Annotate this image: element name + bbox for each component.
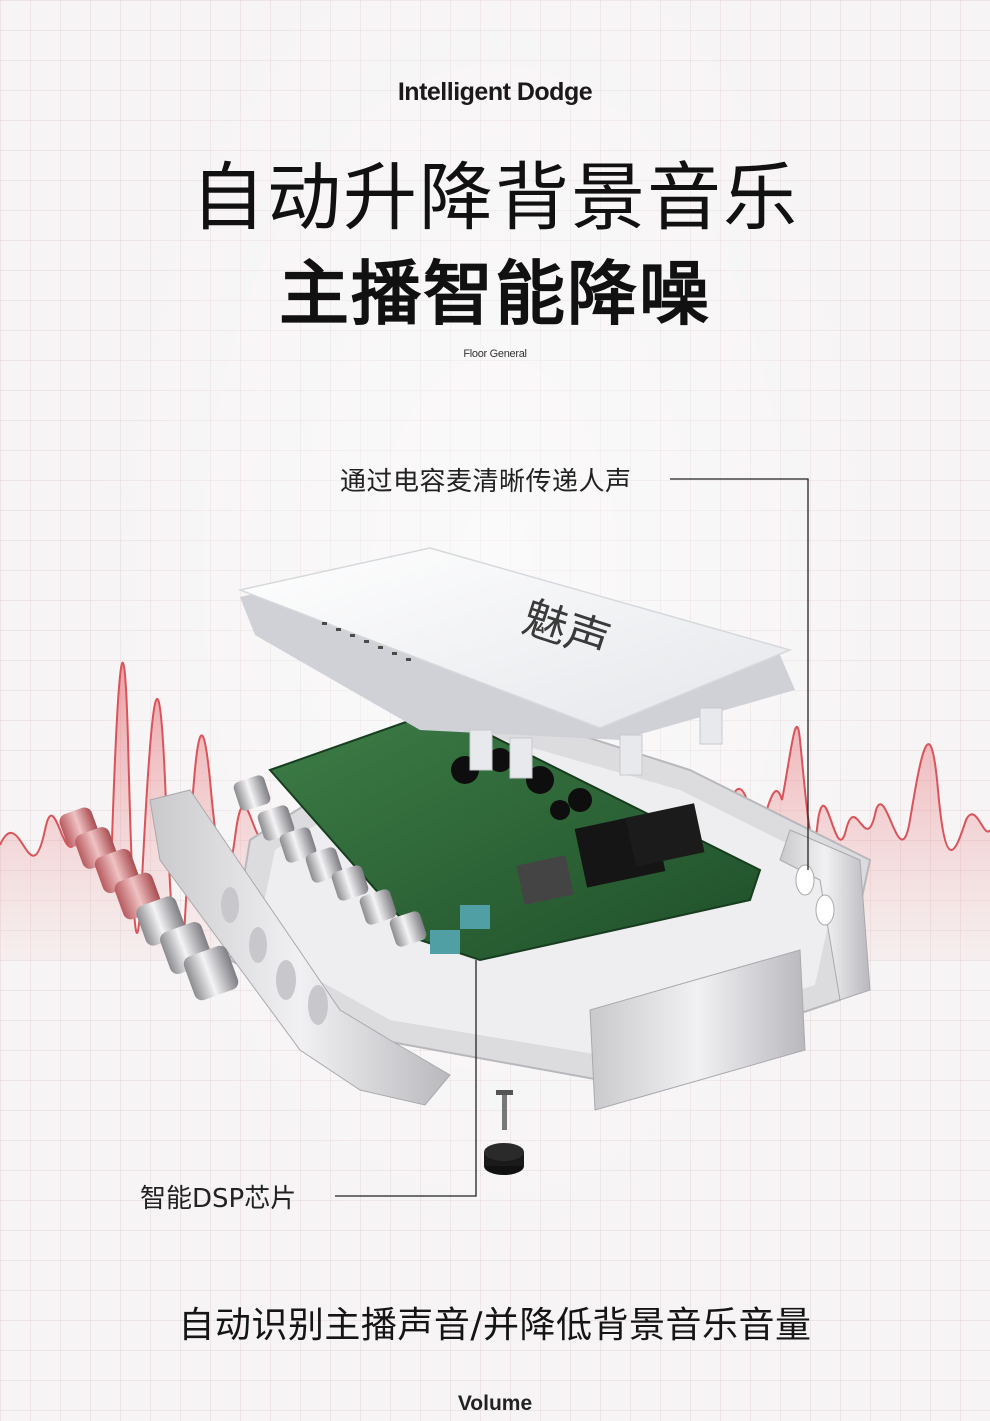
metal-end-panel [589, 829, 871, 1111]
footer-label-english: Volume [457, 1392, 533, 1415]
knob-caps [59, 807, 239, 1001]
pcb-board [268, 708, 762, 962]
rubber-foot [484, 1143, 524, 1175]
knob [233, 775, 271, 811]
metal-side-panel [149, 789, 451, 1106]
knob [331, 865, 369, 901]
knob [279, 827, 317, 863]
callout-dsp-chip: 智能DSP芯片 [140, 1184, 297, 1214]
callout-microphone: 通过电容麦清晰传递人声 [340, 467, 632, 497]
footer-caption: 自动识别主播声音/并降低背景音乐音量 [178, 1305, 812, 1346]
page-title-line2: 主播智能降噪 [279, 253, 711, 335]
knob [257, 805, 295, 841]
knob-row [233, 775, 427, 947]
callout-lines [335, 478, 809, 1197]
screw [496, 1090, 513, 1130]
knob [359, 889, 397, 925]
device-lid: 魅声 [237, 547, 795, 779]
knob [389, 911, 427, 947]
subtitle-english: Intelligent Dodge [397, 78, 593, 106]
small-english-label: Floor General [463, 348, 527, 360]
page-title-line1: 自动升降背景音乐 [191, 155, 799, 241]
